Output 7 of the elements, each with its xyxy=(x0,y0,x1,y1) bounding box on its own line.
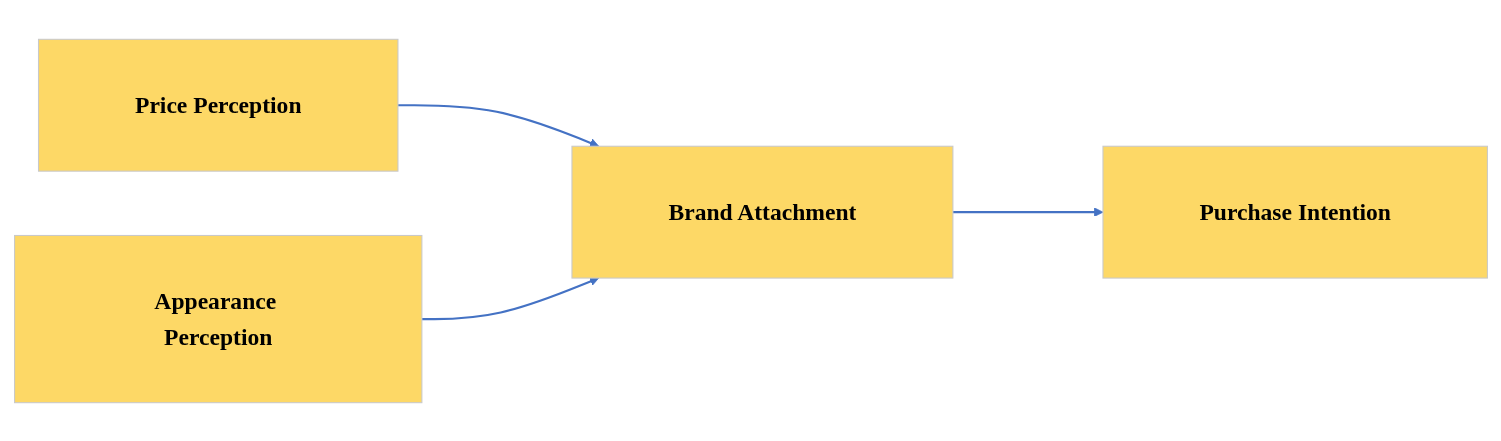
node-box: Appearance Perception xyxy=(13,234,422,403)
arrow xyxy=(952,206,1103,217)
node-box: Purchase Intention xyxy=(1101,145,1488,279)
node-box: Brand Attachment xyxy=(570,145,953,279)
node-box: Price Perception xyxy=(37,38,398,172)
arrow xyxy=(421,276,599,320)
arrow xyxy=(397,103,599,147)
